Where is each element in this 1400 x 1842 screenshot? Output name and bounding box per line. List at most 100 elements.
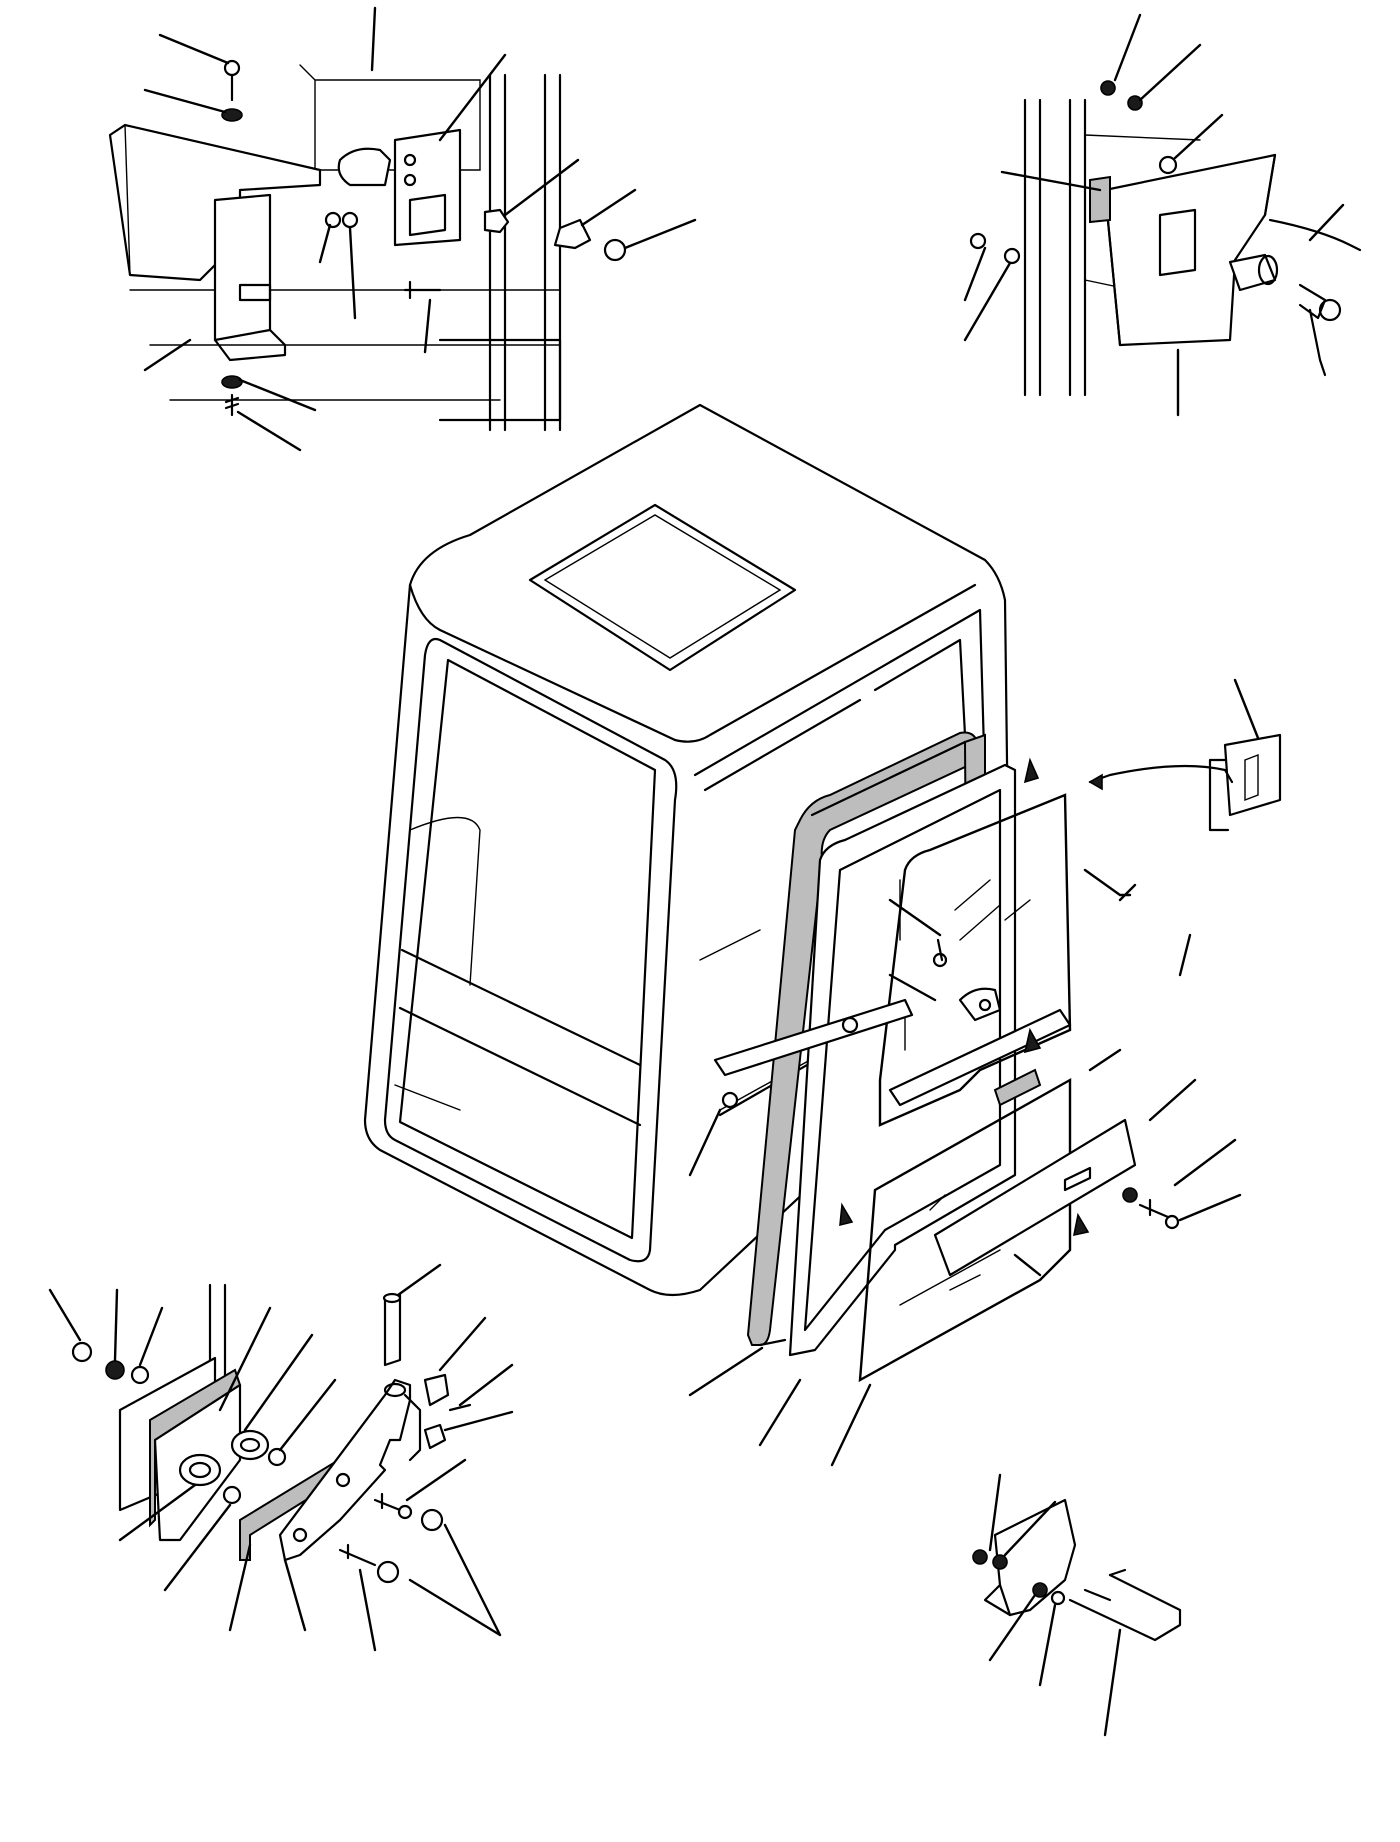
panel-box xyxy=(438,338,562,422)
callout-leaders xyxy=(688,868,1242,1467)
key-ring-icon xyxy=(1318,298,1342,322)
panel-lines xyxy=(129,289,561,401)
callout-leaders xyxy=(988,1473,1122,1737)
striker-tongue xyxy=(337,147,392,187)
door-frame xyxy=(788,763,1017,1357)
arm-hole xyxy=(292,1527,308,1543)
nut-icon xyxy=(130,1365,150,1385)
glass-clip-inner xyxy=(1244,753,1259,802)
bolt-icon xyxy=(71,1341,93,1363)
washer-icon xyxy=(1032,1582,1048,1598)
hinge-pin-bore xyxy=(383,1382,407,1398)
hinge-bushing xyxy=(178,1453,222,1487)
bushing-icon xyxy=(841,1016,859,1034)
bushing-icon xyxy=(721,1091,739,1109)
front-window-glass xyxy=(398,658,657,1240)
nut-icon xyxy=(324,211,342,229)
lock-cylinder-face xyxy=(1257,254,1279,286)
door-lower-panel xyxy=(858,1077,1072,1383)
pin-bushing xyxy=(423,1373,450,1407)
washer-icon xyxy=(992,1554,1008,1570)
bracket-foot xyxy=(983,1583,1012,1617)
hinge-bushing xyxy=(230,1429,270,1461)
u-bolt-bracket xyxy=(993,1498,1077,1617)
cab-outline xyxy=(363,403,1012,1297)
arm-hole xyxy=(335,1472,351,1488)
bolt-icon xyxy=(403,280,442,300)
assembly-arrow-icon xyxy=(839,757,1090,1237)
bolt-icon xyxy=(1100,80,1116,96)
pin-icon xyxy=(448,1403,472,1412)
door-assembly xyxy=(688,678,1282,1467)
hinge-pin xyxy=(383,1293,402,1367)
front-window-bar xyxy=(398,948,642,1127)
washer-icon xyxy=(1122,1187,1138,1203)
spacer-icon xyxy=(222,1485,242,1505)
u-bolt xyxy=(1068,1573,1182,1642)
bushing-icon xyxy=(483,208,510,234)
inset-door-catch xyxy=(108,6,697,452)
screw-icon xyxy=(932,952,948,968)
striker-notch xyxy=(213,283,287,362)
roof-hatch xyxy=(528,503,797,672)
lock-gasket xyxy=(1089,175,1111,224)
callout-leaders xyxy=(48,1263,514,1652)
latch-cover-edge xyxy=(124,124,131,276)
callout-leaders xyxy=(143,6,697,452)
front-window-frame xyxy=(383,637,678,1263)
glass-latch-pivot xyxy=(978,998,992,1012)
detail-pointer xyxy=(1088,764,1234,784)
inset-door-hinge xyxy=(48,1263,514,1652)
cab-body xyxy=(363,403,1012,1297)
callout-leader xyxy=(1233,678,1260,740)
washer-icon xyxy=(221,375,243,389)
side-window-top xyxy=(703,638,967,792)
washer-icon xyxy=(221,108,243,122)
pillar-outline xyxy=(1023,98,1087,397)
inset-u-bolt xyxy=(972,1473,1182,1737)
cap-icon xyxy=(420,1508,444,1532)
striker-hole xyxy=(403,173,417,187)
interior-lines xyxy=(394,816,481,1111)
sash-rail xyxy=(888,1008,1072,1107)
lock-handle-recess xyxy=(1158,208,1197,277)
striker-bracket xyxy=(213,193,272,342)
spacer-icon xyxy=(267,1447,287,1467)
clip-icon xyxy=(553,218,592,250)
screw-icon xyxy=(224,393,240,417)
inset-door-lock xyxy=(963,13,1362,417)
bolt-head xyxy=(1164,1214,1180,1230)
roof-hatch-inner xyxy=(543,514,782,659)
nut-icon xyxy=(603,238,627,262)
washer-icon xyxy=(397,1504,413,1520)
striker-hole xyxy=(403,153,417,167)
pillar-outline xyxy=(488,73,562,432)
hinge-pin-head xyxy=(382,1292,402,1304)
hinge-tab xyxy=(403,1393,422,1462)
glass-reflection xyxy=(954,879,1031,941)
washer-icon xyxy=(1127,95,1143,111)
callout-leaders xyxy=(963,13,1345,417)
glass-clip-detail xyxy=(1223,733,1282,817)
handle-slot xyxy=(1063,1166,1092,1192)
hinge-arm xyxy=(278,1378,412,1562)
bracket-back xyxy=(299,64,481,171)
screw-icon xyxy=(338,1543,377,1567)
door-handle-bar xyxy=(933,1118,1137,1277)
nut-icon xyxy=(1158,155,1178,175)
roof-edge xyxy=(408,583,977,743)
pin-collar xyxy=(423,1423,447,1450)
washer-icon xyxy=(105,1360,125,1380)
screw-shank xyxy=(936,938,944,962)
cap-icon xyxy=(376,1560,400,1584)
key-icon xyxy=(1298,283,1327,377)
lower-panel-detail xyxy=(899,1194,1001,1306)
guide-rail xyxy=(713,998,914,1077)
washer-icon xyxy=(1003,247,1021,265)
nut-icon xyxy=(1050,1590,1066,1606)
weatherstrip-edge xyxy=(758,740,967,1347)
striker-plate xyxy=(393,128,462,247)
bushing-bore xyxy=(239,1437,261,1453)
